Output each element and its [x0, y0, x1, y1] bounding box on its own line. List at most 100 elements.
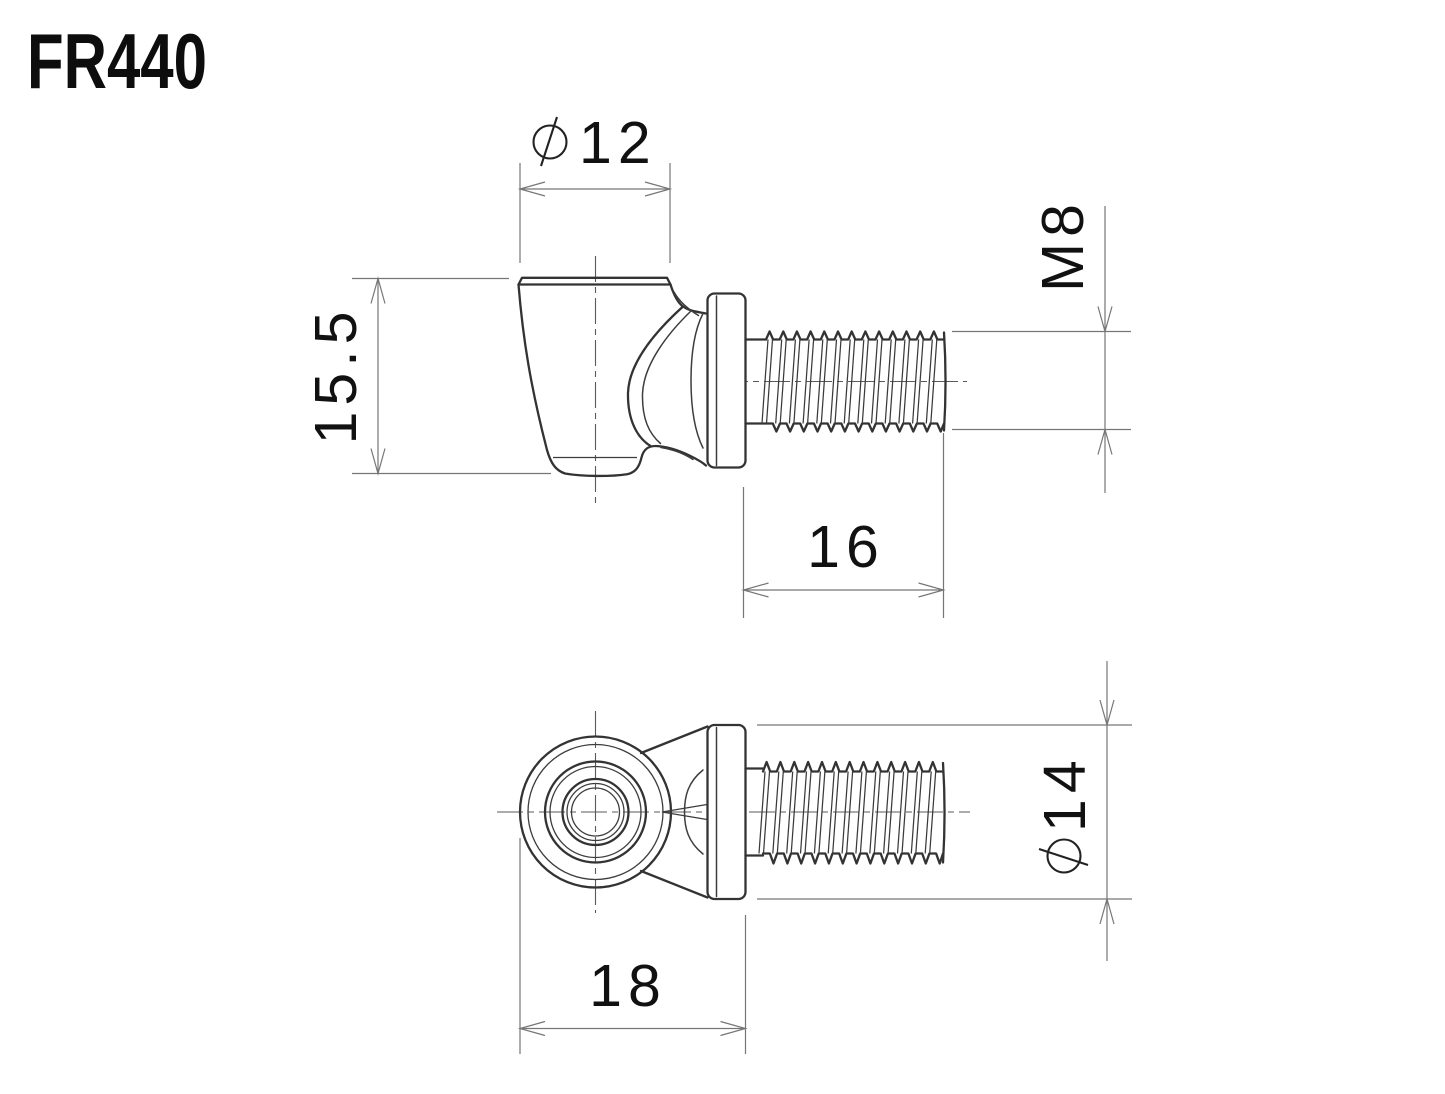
- thread-helix-line: [902, 339, 911, 424]
- ring-circle: [549, 765, 642, 859]
- dim-label-thread-size: M8: [1030, 198, 1096, 292]
- flange-outline: [706, 723, 747, 901]
- thread-helix-line: [887, 771, 895, 854]
- dim-label-thread-length: 16: [807, 514, 885, 580]
- thread-helix-line: [779, 339, 787, 424]
- thread-end-face: [941, 761, 946, 864]
- cone-front-view: [639, 725, 709, 899]
- flange-side-view: [706, 292, 747, 469]
- ring-outer-circle: [518, 735, 673, 889]
- thread-helix-line: [786, 771, 794, 854]
- thread-helix-line: [882, 771, 891, 854]
- thread-helix-line: [762, 771, 771, 854]
- arrowhead-top: [1099, 699, 1115, 728]
- flange-outline: [706, 292, 747, 469]
- thread-helix-line: [869, 771, 877, 854]
- dim-label-body-width: 18: [589, 953, 667, 1019]
- dimension-thread-length: 16: [741, 433, 946, 618]
- thread-helix-line: [889, 339, 897, 424]
- thread-helix-line: [788, 339, 797, 424]
- thread-side-view: [761, 330, 947, 433]
- thread-helix-line: [875, 339, 883, 424]
- diameter-symbol-slash: [1038, 848, 1089, 866]
- ring-circle: [543, 760, 648, 864]
- ring-bore-circle: [570, 787, 621, 837]
- thread-helix-line: [799, 771, 808, 854]
- mount-body-outline: [517, 276, 708, 478]
- arrowhead-right: [720, 1020, 748, 1037]
- thread-helix-line: [901, 771, 909, 854]
- cone-top-line: [639, 725, 709, 755]
- dim-label-body-height: 15.5: [303, 306, 369, 445]
- thread-helix-line: [929, 771, 937, 854]
- mount-ring-circles: [518, 735, 673, 889]
- thread-helix-line: [772, 771, 780, 854]
- arrowhead-right: [644, 181, 673, 197]
- thread-crest-bottom: [764, 422, 946, 433]
- thread-helix-line: [848, 339, 856, 424]
- thread-helix-line: [802, 339, 810, 424]
- thread-helix-line: [793, 339, 801, 424]
- dimension-thread-size: M8: [952, 198, 1131, 493]
- neck-silhouette-outer: [626, 305, 685, 448]
- front-view: [497, 711, 970, 913]
- thread-helix-line: [859, 771, 868, 854]
- thread-helix-line: [775, 339, 783, 424]
- diameter-symbol-icon: [532, 116, 568, 167]
- thread-helix-line: [896, 771, 905, 854]
- mount-top-lip: [517, 276, 672, 286]
- thread-helix-line: [911, 339, 920, 424]
- thread-front-view: [758, 760, 946, 865]
- thread-helix-line: [930, 339, 938, 424]
- dim-label-flange-diameter: 14: [1032, 754, 1098, 832]
- diameter-symbol-circle: [1046, 838, 1082, 874]
- thread-helix-line: [758, 771, 766, 854]
- arrowhead-top: [1097, 306, 1113, 334]
- arrowhead-bottom: [1099, 896, 1115, 925]
- thread-helix-line: [861, 339, 869, 424]
- arrowhead-bottom: [1097, 427, 1113, 455]
- arrowhead-bottom: [370, 448, 386, 476]
- side-view: [517, 256, 967, 507]
- flange-diameter-label-group: 14: [1032, 754, 1098, 874]
- mount-left-bottom-outline: [517, 283, 708, 478]
- thread-helix-line: [818, 771, 826, 854]
- thread-helix-line: [925, 339, 933, 424]
- thread-helix-line: [832, 771, 840, 854]
- thread-helix-line: [829, 339, 838, 424]
- thread-helix-line: [843, 339, 851, 424]
- thread-helix-line: [827, 771, 835, 854]
- dimension-body-width: 18: [517, 838, 748, 1054]
- arrowhead-right: [918, 582, 946, 598]
- diameter-symbol-slash: [540, 116, 558, 167]
- shank-front-view: [744, 767, 765, 857]
- cone-base-arc: [690, 312, 704, 449]
- neck-silhouette-inner: [641, 309, 693, 445]
- thread-helix-line: [910, 771, 918, 854]
- thread-helix-line: [816, 339, 824, 424]
- dimension-mount-diameter: 12: [517, 110, 673, 263]
- thread-helix-line: [806, 339, 815, 424]
- dimension-flange-diameter: 14: [757, 661, 1132, 961]
- cone-base-arc: [683, 769, 704, 855]
- ring-circle: [566, 782, 625, 842]
- thread-helix-line: [765, 339, 774, 424]
- flange-front-view: [706, 723, 747, 901]
- thread-helix-line: [924, 771, 932, 854]
- ring-circle: [561, 777, 630, 847]
- thread-helix-line: [820, 339, 828, 424]
- thread-helix-line: [813, 771, 822, 854]
- arrowhead-left: [741, 582, 769, 598]
- mount-top-fillet-line: [673, 291, 700, 317]
- thread-helix-line: [841, 771, 849, 854]
- thread-helix-line: [916, 339, 924, 424]
- thread-helix-line: [857, 339, 865, 424]
- thread-helix-line: [915, 771, 923, 854]
- thread-crest-top: [764, 330, 946, 341]
- diameter-symbol-icon: [1038, 838, 1089, 874]
- arrowhead-top: [370, 276, 386, 304]
- thread-helix-line: [804, 771, 812, 854]
- thread-end-face: [942, 331, 947, 432]
